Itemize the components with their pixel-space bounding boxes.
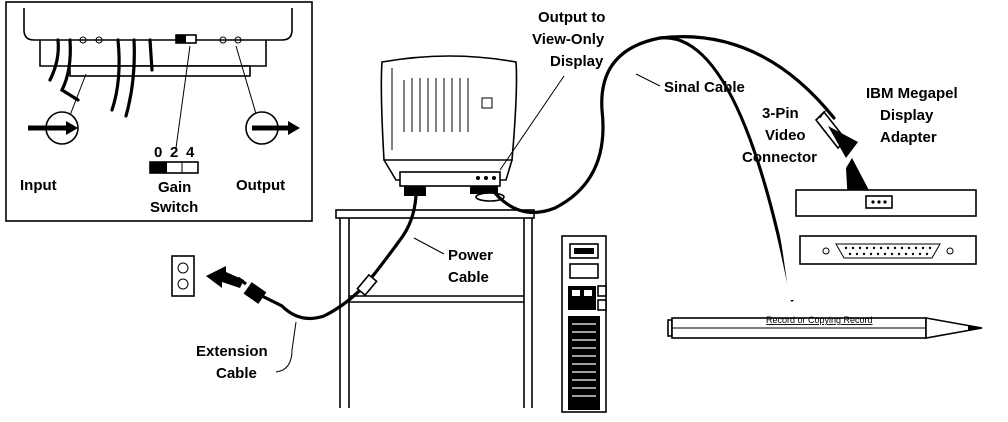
signal-cable (492, 36, 794, 302)
output-to-leader (499, 75, 565, 171)
gain-pos-2: 2 (170, 144, 178, 161)
gain-pos-0: 0 (154, 144, 162, 161)
pencil-icon: Record or Copying Record (667, 315, 983, 339)
input-label: Input (20, 177, 57, 194)
adapter-card (795, 189, 977, 217)
plug-icon (237, 276, 267, 304)
rear-panel-inset: 0 2 4 Input Gain Switch Output (5, 1, 313, 222)
pc-tower (561, 235, 607, 413)
adapter-label-line2: Display (880, 107, 934, 124)
inset-frame (5, 1, 313, 222)
extension-cable-label-line2: Cable (216, 365, 257, 382)
adapter-label-line3: Adapter (880, 129, 937, 146)
pencil-label: Record or Copying Record (766, 315, 873, 325)
connector-label-line2: Video (765, 127, 806, 144)
signal-cable-label: Sinal Cable (664, 79, 745, 96)
gain-switch-label-line1: Gain (158, 179, 191, 196)
gain-pos-4: 4 (186, 144, 195, 161)
connector-label-line3: Connector (742, 149, 817, 166)
output-label: Output (236, 177, 285, 194)
output-to-line1: Output to (538, 9, 605, 26)
extension-cable-label-line1: Extension (196, 343, 268, 360)
plug-arrow-icon (206, 266, 244, 288)
power-cable-label-line2: Cable (448, 269, 489, 286)
gain-switch-label-line2: Switch (150, 199, 198, 216)
adapter-bracket (799, 235, 977, 265)
output-to-line2: View-Only (532, 31, 605, 48)
wall-outlet-icon (171, 255, 195, 297)
connector-label-line1: 3-Pin (762, 105, 799, 122)
power-cable-label-line1: Power (448, 247, 493, 264)
adapter-label-line1: IBM Megapel (866, 85, 958, 102)
output-to-line3: Display (550, 53, 604, 70)
signal-cable-end (658, 35, 836, 120)
video-connector-icon (814, 109, 858, 158)
monitor (380, 55, 518, 202)
table (335, 209, 535, 408)
